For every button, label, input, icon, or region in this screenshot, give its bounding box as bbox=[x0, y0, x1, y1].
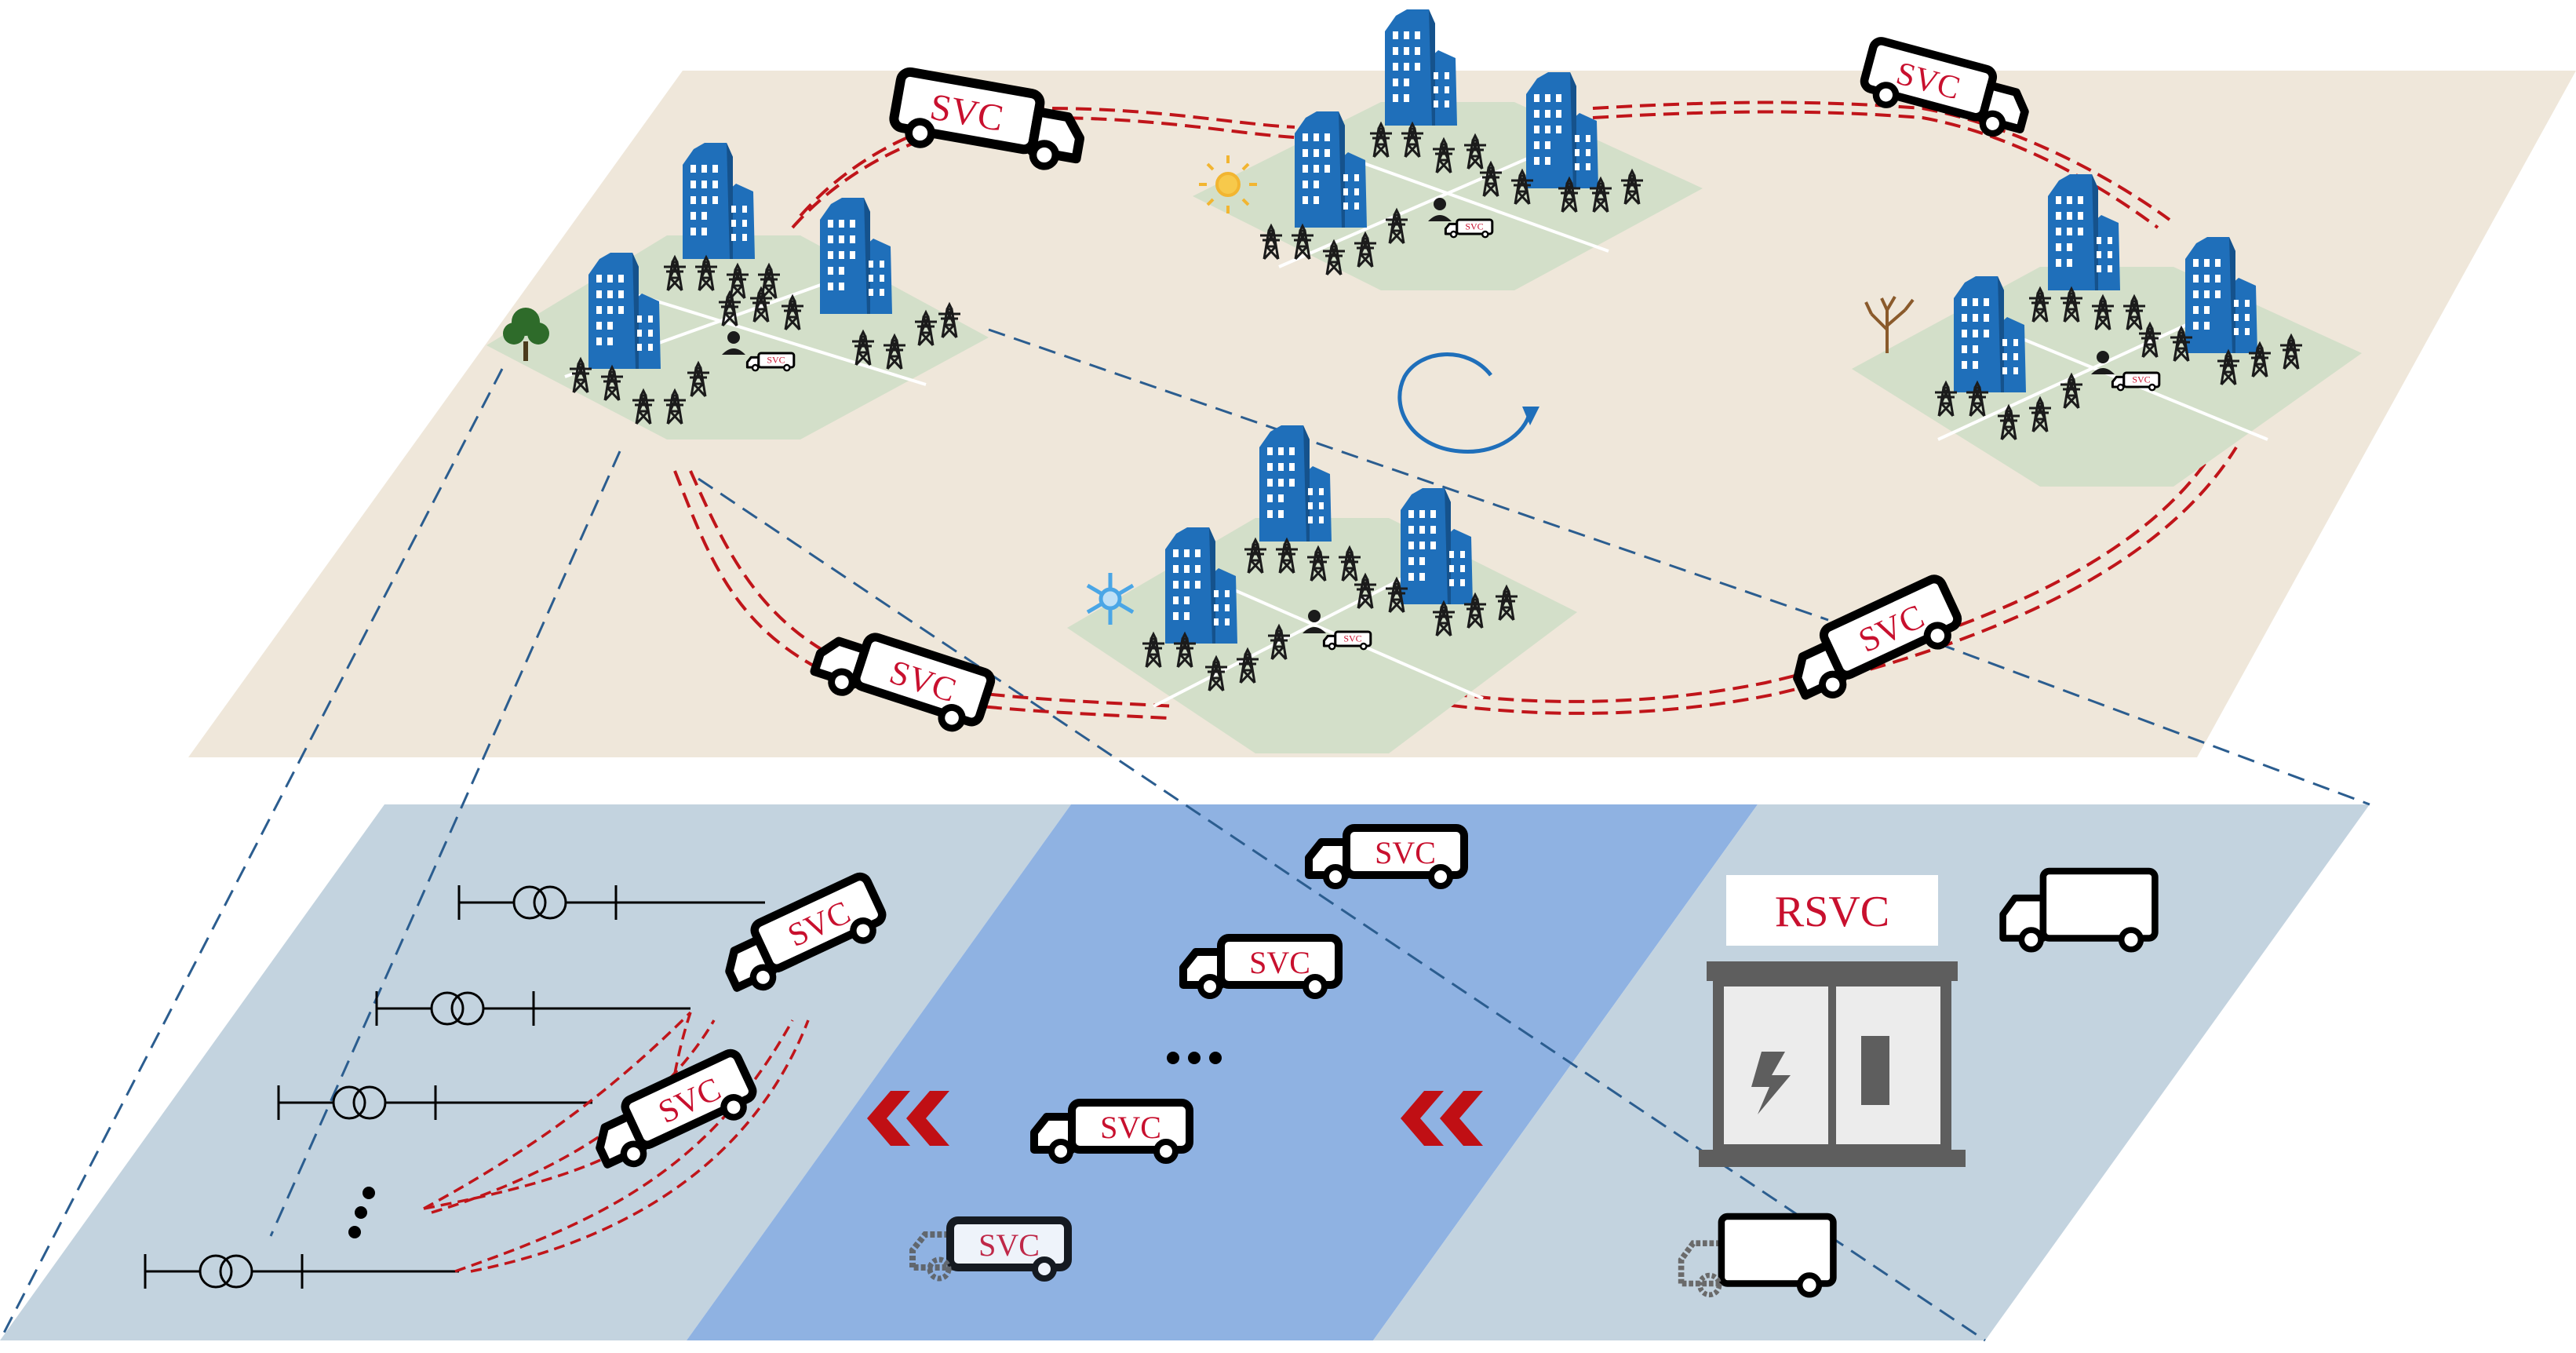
operator-icon bbox=[2091, 351, 2115, 374]
rsvc-sign bbox=[1726, 875, 1938, 946]
rsvc-label: RSVC bbox=[1775, 888, 1889, 936]
ellipsis-dots-horizontal bbox=[1167, 1052, 1222, 1064]
sun-icon bbox=[1199, 155, 1257, 213]
svc-truck-queue-2: SVC bbox=[1183, 938, 1339, 996]
operator-icon bbox=[1303, 610, 1326, 633]
svg-text:SVC: SVC bbox=[1465, 221, 1483, 232]
transformer-line-2 bbox=[375, 990, 690, 1027]
svg-text:SVC: SVC bbox=[1249, 945, 1310, 980]
svc-truck-route-topright: SVC bbox=[1860, 39, 2033, 140]
svg-text:SVC: SVC bbox=[767, 355, 785, 366]
mini-svc-truck: SVC bbox=[1444, 218, 1494, 239]
city-block-right: SVC bbox=[1852, 174, 2362, 487]
ellipsis-dots-vertical bbox=[348, 1187, 375, 1238]
double-chevron-left-icon bbox=[867, 1091, 949, 1146]
mini-svc-truck: SVC bbox=[1322, 630, 1372, 651]
empty-truck-depot-lower bbox=[1678, 1213, 1837, 1298]
lower-plane-middle bbox=[687, 804, 1758, 1340]
svg-text:SVC: SVC bbox=[978, 1227, 1040, 1263]
operator-icon bbox=[1428, 198, 1452, 221]
cycle-arrow-icon bbox=[1397, 352, 1539, 454]
snowflake-icon bbox=[1086, 573, 1135, 625]
lightning-icon bbox=[1751, 1052, 1791, 1114]
transformer-line-4 bbox=[144, 1253, 459, 1290]
svg-text:SVC: SVC bbox=[1375, 835, 1436, 870]
svc-truck-queue-4: SVC bbox=[909, 1216, 1072, 1282]
transformer-line-1 bbox=[457, 884, 765, 921]
svg-text:SVC: SVC bbox=[1343, 633, 1361, 644]
city-block-left: SVC bbox=[486, 143, 989, 439]
tree-icon bbox=[503, 308, 549, 361]
city-block-bottom: SVC bbox=[1067, 425, 1577, 753]
svc-truck-route-topleft: SVC bbox=[891, 71, 1086, 172]
svg-text:SVC: SVC bbox=[1100, 1110, 1161, 1145]
rsvc-station: RSVC bbox=[1699, 875, 1966, 1167]
city-block-top: SVC bbox=[1193, 9, 1703, 290]
svg-text:SVC: SVC bbox=[2132, 374, 2150, 385]
double-chevron-left-icon bbox=[1401, 1091, 1483, 1146]
mini-svc-truck: SVC bbox=[2111, 371, 2161, 392]
svc-truck-queue-3: SVC bbox=[1034, 1103, 1190, 1161]
bare-tree-icon bbox=[1864, 295, 1915, 353]
svc-truck-route-bottomleft: SVC bbox=[811, 622, 993, 736]
svc-truck-queue-1: SVC bbox=[1309, 828, 1464, 886]
transformer-line-3 bbox=[277, 1084, 592, 1121]
operator-icon bbox=[722, 331, 745, 355]
projection-lines bbox=[0, 328, 2370, 1342]
mini-svc-truck: SVC bbox=[745, 352, 796, 372]
